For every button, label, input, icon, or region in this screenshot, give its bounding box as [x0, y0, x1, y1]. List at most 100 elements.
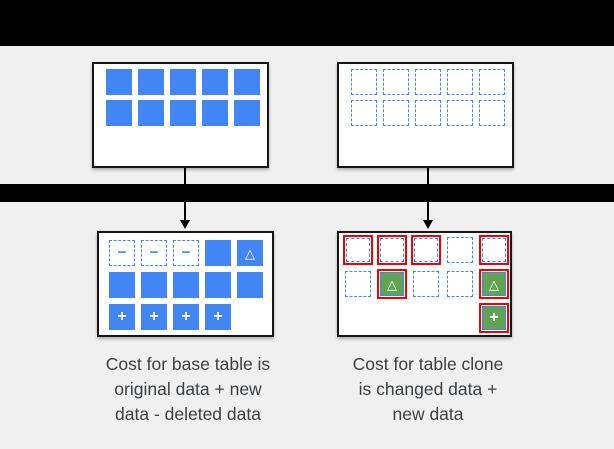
- empty-block: [482, 238, 506, 262]
- base-table-cost-grid: − − − △ + + + +: [99, 233, 272, 330]
- base-table-cost-box: − − − △ + + + +: [97, 231, 274, 337]
- plus-icon: +: [489, 308, 499, 326]
- changed-block: △: [482, 272, 506, 296]
- billed-frame: △: [377, 269, 407, 299]
- empty-block: [414, 238, 438, 262]
- minus-icon: −: [149, 243, 159, 261]
- empty-block: [413, 271, 439, 297]
- data-block: [106, 69, 132, 95]
- cell-changed-base: △: [237, 240, 263, 266]
- cell-data: [109, 272, 135, 298]
- cell-billed-changed: △: [377, 269, 407, 299]
- table-clone-cost-grid: △ △ +: [339, 233, 510, 333]
- caption-line: Cost for base table is: [105, 354, 271, 374]
- cell-billed-empty: [377, 235, 407, 265]
- deleted-block: −: [141, 240, 167, 266]
- cell-data: [170, 69, 196, 95]
- cell-deleted: −: [173, 240, 199, 266]
- table-clone-cost-caption: Cost for table clone is changed data + n…: [326, 352, 530, 427]
- table-clone-original-box: [337, 62, 514, 168]
- cell-billed-changed: △: [479, 269, 509, 299]
- cell-data: [106, 100, 132, 126]
- cell-data: [138, 69, 164, 95]
- cell-empty: [351, 69, 377, 95]
- empty-block: [415, 100, 441, 126]
- cell-data: [138, 100, 164, 126]
- cell-data: [202, 69, 228, 95]
- cell-empty: [415, 100, 441, 126]
- grid-row: [351, 69, 512, 95]
- data-block: [138, 100, 164, 126]
- billed-frame: [479, 235, 509, 265]
- data-block: [109, 272, 135, 298]
- empty-block: [479, 69, 505, 95]
- grid-row: [106, 69, 267, 95]
- caption-line: original data + new: [114, 379, 262, 399]
- data-block: [173, 272, 199, 298]
- empty-block: [345, 271, 371, 297]
- empty-block: [415, 69, 441, 95]
- new-base-block: +: [205, 304, 231, 330]
- grid-row: [109, 272, 272, 298]
- triangle-icon: △: [245, 245, 255, 261]
- triangle-icon: △: [489, 276, 499, 292]
- empty-block: [479, 100, 505, 126]
- minus-icon: −: [117, 243, 127, 261]
- deleted-block: −: [109, 240, 135, 266]
- cell-empty: [447, 100, 473, 126]
- data-block: [202, 69, 228, 95]
- empty-block: [447, 271, 473, 297]
- cell-empty: [383, 69, 409, 95]
- cell-new-base: +: [141, 304, 167, 330]
- plus-icon: +: [117, 307, 127, 325]
- top-black-bar: [0, 0, 614, 46]
- down-arrow-icon: [180, 168, 190, 229]
- data-block: [170, 69, 196, 95]
- cell-data: [234, 100, 260, 126]
- billed-frame: [343, 235, 373, 265]
- data-block: [202, 100, 228, 126]
- data-block: [234, 69, 260, 95]
- plus-icon: +: [149, 307, 159, 325]
- cell-data: [173, 272, 199, 298]
- grid-row: + + + +: [109, 304, 272, 330]
- cell-data: [205, 240, 231, 266]
- changed-base-block: △: [237, 240, 263, 266]
- table-clone-cost-box: △ △ +: [337, 231, 512, 337]
- base-table-original-box: [92, 62, 269, 168]
- data-block: [205, 272, 231, 298]
- new-base-block: +: [141, 304, 167, 330]
- data-block: [106, 100, 132, 126]
- cell-empty: [351, 100, 377, 126]
- cell-empty: [447, 69, 473, 95]
- cell-data: [234, 69, 260, 95]
- cell-empty: [343, 269, 373, 299]
- grid-row: [343, 235, 510, 265]
- cell-billed-empty: [343, 235, 373, 265]
- cell-deleted: −: [109, 240, 135, 266]
- minus-icon: −: [181, 243, 191, 261]
- billed-frame: △: [479, 269, 509, 299]
- down-arrow-icon: [423, 168, 433, 229]
- empty-block: [351, 100, 377, 126]
- cell-new-base: +: [205, 304, 231, 330]
- grid-row: − − − △: [109, 240, 272, 266]
- empty-block: [383, 69, 409, 95]
- cell-deleted: −: [141, 240, 167, 266]
- plus-icon: +: [181, 307, 191, 325]
- cell-new-base: +: [173, 304, 199, 330]
- cell-data: [202, 100, 228, 126]
- data-block: [237, 272, 263, 298]
- middle-black-bar: [0, 184, 614, 202]
- cell-billed-empty: [479, 235, 509, 265]
- table-clone-original-grid: [339, 64, 512, 126]
- new-base-block: +: [109, 304, 135, 330]
- data-block: [205, 240, 231, 266]
- changed-block: △: [380, 272, 404, 296]
- cell-data: [170, 100, 196, 126]
- cell-empty: [445, 235, 475, 265]
- cell-empty: [383, 100, 409, 126]
- cell-empty: [479, 100, 505, 126]
- data-block: [170, 100, 196, 126]
